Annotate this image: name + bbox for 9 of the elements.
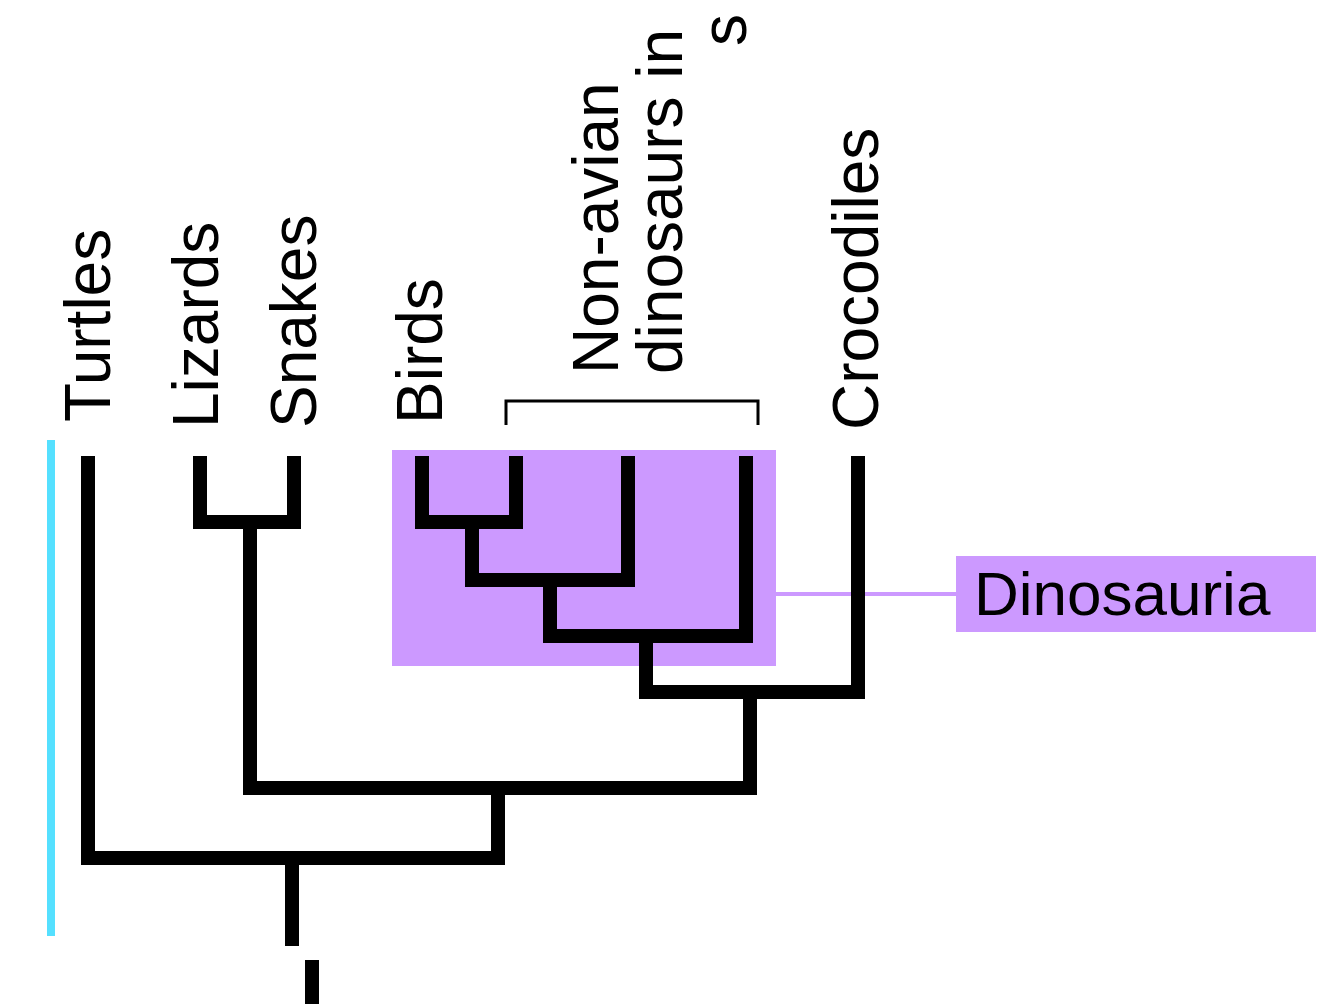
taxon-label: Turtles — [56, 182, 120, 422]
taxon-label: Snakes — [262, 188, 326, 428]
taxon-label: Non-avian dinosaurs in s — [564, 14, 756, 374]
taxon-label: Birds — [388, 184, 452, 424]
clade-label: Dinosauria — [974, 558, 1271, 630]
taxon-label: Crocodiles — [824, 100, 888, 430]
label-background — [956, 556, 1316, 632]
taxon-label: Lizards — [164, 188, 228, 428]
connector-line — [776, 592, 956, 596]
